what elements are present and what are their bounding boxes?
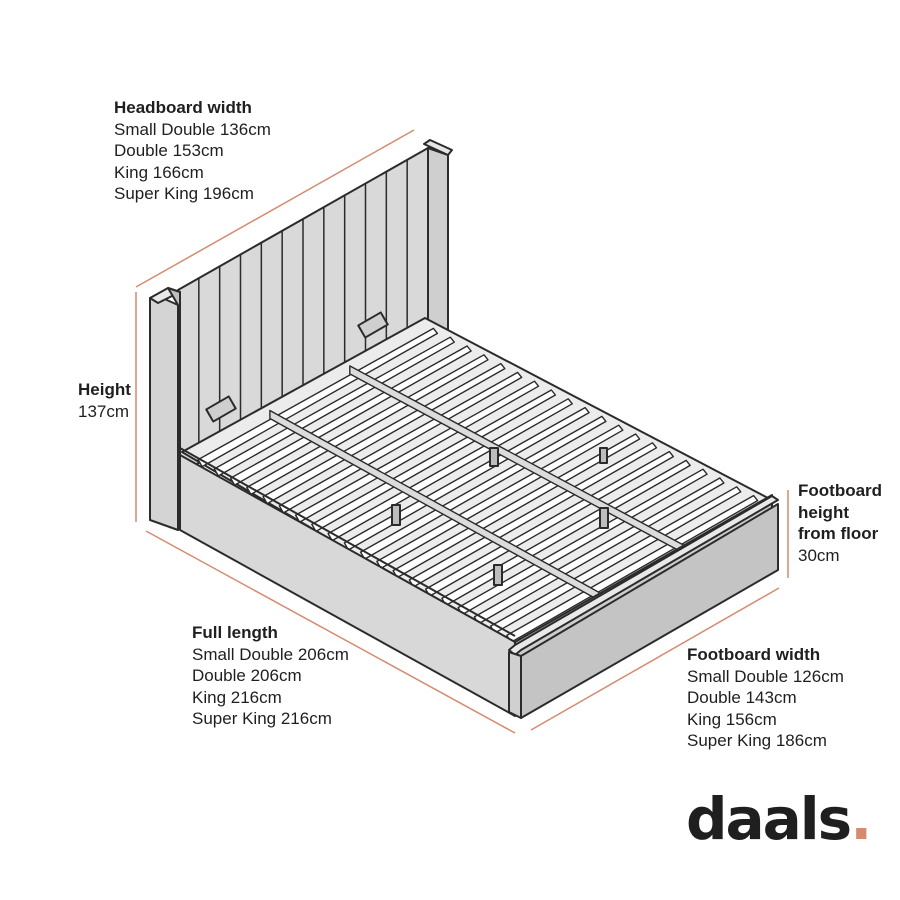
footboard-height-label: Footboard height from floor 30cm bbox=[798, 480, 882, 566]
headboard-width-value-3: King 166cm bbox=[114, 162, 204, 182]
footboard-width-line bbox=[530, 587, 780, 731]
footboard-width-label: Footboard width Small Double 126cm Doubl… bbox=[687, 644, 844, 752]
height-value: 137cm bbox=[78, 401, 130, 421]
support-leg-1 bbox=[489, 447, 499, 467]
headboard-width-heading: Headboard width bbox=[114, 98, 252, 117]
headboard-width-label: Headboard width Small Double 136cm Doubl… bbox=[114, 97, 271, 205]
headboard-channels bbox=[198, 159, 408, 463]
logo-dot: . bbox=[850, 785, 872, 853]
headboard-width-line bbox=[135, 129, 415, 288]
footboard-height-heading-3: from floor bbox=[798, 524, 879, 543]
full-length-value-2: Double 206cm bbox=[192, 666, 302, 685]
support-leg-2 bbox=[599, 447, 608, 464]
headboard-width-value-1: Small Double 136cm bbox=[114, 119, 271, 139]
footboard-width-value-4: Super King 186cm bbox=[687, 731, 827, 750]
logo-wordmark: daals bbox=[686, 785, 852, 853]
full-length-value-4: Super King 216cm bbox=[192, 709, 332, 728]
full-length-line bbox=[145, 530, 516, 734]
bed-frame bbox=[149, 139, 779, 719]
left-rail-top-edge bbox=[179, 447, 516, 637]
footboard-height-heading-1: Footboard bbox=[798, 481, 883, 500]
dimension-lines bbox=[135, 129, 789, 734]
headboard-right-wing bbox=[427, 147, 449, 336]
headboard-right-wing-top bbox=[423, 139, 453, 156]
full-length-value-3: King 216cm bbox=[192, 687, 282, 707]
height-heading: Height bbox=[78, 380, 131, 399]
height-label: Height 137cm bbox=[78, 379, 131, 422]
footboard-width-heading: Footboard width bbox=[687, 645, 821, 664]
footboard-height-value: 30cm bbox=[798, 545, 840, 565]
support-leg-4 bbox=[599, 507, 609, 529]
lift-bracket-left bbox=[205, 395, 237, 423]
footboard-side bbox=[520, 503, 779, 719]
support-leg-5 bbox=[493, 564, 503, 586]
support-leg-3 bbox=[391, 504, 401, 526]
full-length-value-1: Small Double 206cm bbox=[192, 644, 349, 664]
footboard-width-value-2: Double 143cm bbox=[687, 688, 797, 707]
headboard-left-wing-front bbox=[149, 295, 179, 531]
daals-logo: daals. bbox=[686, 790, 872, 848]
footboard-width-value-1: Small Double 126cm bbox=[687, 666, 844, 686]
footboard-front bbox=[508, 651, 522, 719]
footboard-height-heading-2: height bbox=[798, 502, 849, 522]
headboard-width-value-4: Super King 196cm bbox=[114, 184, 254, 203]
full-length-heading: Full length bbox=[192, 623, 278, 642]
headboard-width-value-2: Double 153cm bbox=[114, 141, 224, 160]
footboard-width-value-3: King 156cm bbox=[687, 709, 777, 729]
full-length-label: Full length Small Double 206cm Double 20… bbox=[192, 622, 349, 730]
lift-bracket-right bbox=[357, 311, 389, 339]
